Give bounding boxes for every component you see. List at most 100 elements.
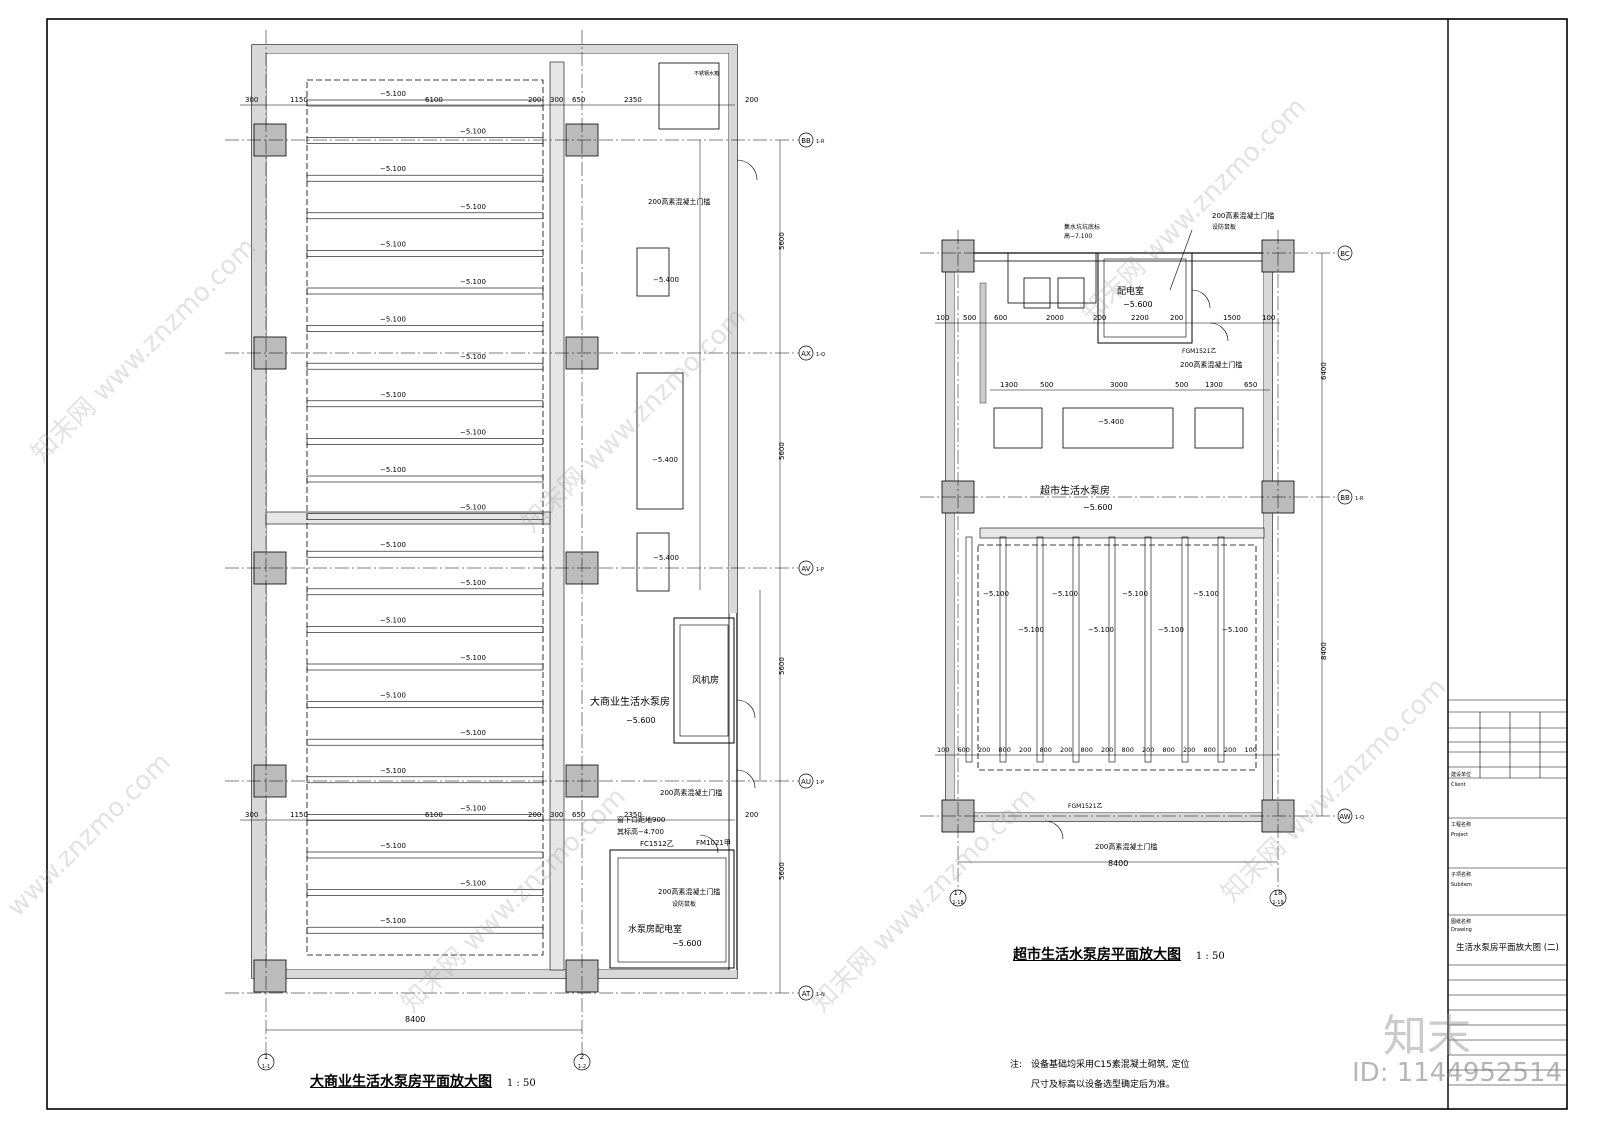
title-block <box>1448 699 1567 1086</box>
left-axis-h-bubble <box>798 345 814 361</box>
left-tank-level: −5.100 <box>380 240 406 248</box>
left-tank-beam <box>306 738 544 746</box>
left-dim-top: 200 <box>528 96 541 104</box>
right-dim-top: 100 <box>936 314 949 322</box>
left-tank-level: −5.100 <box>380 316 406 324</box>
left-tank-beam <box>306 212 544 220</box>
left-axis-h-bubble-sub: 1-N <box>816 992 825 998</box>
left-tank-beam <box>306 513 544 520</box>
left-axis-h-bubble-sub: 1-P <box>816 567 824 573</box>
right-tank-beam <box>965 536 973 763</box>
left-tank-beam <box>306 889 544 896</box>
right-door-note-1: 200高素混凝土门槛 <box>1212 211 1274 220</box>
left-axis-h-bubble-sub: 1-P <box>816 780 824 786</box>
right-tank-beam <box>1072 536 1080 763</box>
right-axis-h-bubble <box>1337 245 1353 261</box>
left-dim-top: 300 <box>550 96 563 104</box>
left-dim-right: 5600 <box>778 862 786 880</box>
right-axis-h-bubble-label: AW <box>1339 813 1350 821</box>
left-dim-mid: 6100 <box>425 811 443 819</box>
right-tank-beam <box>1108 536 1116 763</box>
left-tank-beam <box>306 99 544 107</box>
right-dim-top: 200 <box>1093 314 1106 322</box>
left-tank-beam <box>306 588 544 596</box>
left-plan-scale: 1 : 50 <box>506 1078 536 1089</box>
right-dim-right: 8400 <box>1320 642 1328 660</box>
right-dim-top: 2000 <box>1046 314 1064 322</box>
right-axis-h-bubble-label: BB <box>1340 494 1350 502</box>
right-tank-level: −5.100 <box>983 590 1009 598</box>
right-tank-beam <box>1217 536 1225 763</box>
right-dim-top: 100 <box>1262 314 1275 322</box>
note-prefix: 注: <box>1010 1058 1022 1070</box>
left-axis-h-bubble <box>798 132 814 148</box>
right-dim-bottom: 100 <box>937 746 949 754</box>
left-tank-beam <box>306 362 544 370</box>
right-plan-scale: 1 : 50 <box>1195 951 1225 962</box>
left-tank-beam <box>306 926 544 934</box>
right-tank-level: −5.100 <box>1193 590 1219 598</box>
left-tank-beam <box>306 325 544 332</box>
tb-sub-label: 子项名称 <box>1451 871 1471 878</box>
right-dim-mid: 3000 <box>1110 381 1128 389</box>
left-door-note-3: 200高素混凝土门槛 <box>658 887 720 896</box>
left-tank-beam <box>306 851 544 859</box>
left-equip-label: 不锈钢水箱 <box>694 70 719 77</box>
right-tank-level: −5.100 <box>1158 626 1184 634</box>
left-axis-h-bubble-label: AU <box>801 778 811 786</box>
left-dim-right: 5600 <box>778 232 786 250</box>
right-dim-bottom: 200 <box>1019 746 1031 754</box>
tb-project-en: Project <box>1451 832 1468 838</box>
right-pit-level-note: 高−7.100 <box>1064 232 1092 240</box>
right-tank-level: −5.100 <box>1122 590 1148 598</box>
left-axis-h-bubble-sub: 1-Q <box>816 352 825 358</box>
right-dim-bottom: 800 <box>1204 746 1216 754</box>
right-tank-beam <box>1181 536 1189 763</box>
left-room-fan-label: 风机房 <box>692 674 719 686</box>
left-tank-level: −5.100 <box>380 541 406 549</box>
right-door-fgm-2: FGM1521乙 <box>1182 348 1217 355</box>
left-axis-h-bubble-sub: 1-R <box>816 139 825 145</box>
left-axis-v-bubble <box>257 1053 275 1071</box>
left-dim-mid: 2350 <box>624 811 642 819</box>
right-dim-bottom: 800 <box>1122 746 1134 754</box>
left-axis-h-bubble-label: AX <box>801 350 811 358</box>
right-plan-title: 超市生活水泵房平面放大图 1 : 50 <box>1013 944 1225 964</box>
right-axis-h-bubble-sub: 1-Q <box>1355 815 1364 821</box>
left-dim-top: 2350 <box>624 96 642 104</box>
left-dim-top: 200 <box>745 96 758 104</box>
left-door-note-rat: 设防鼠板 <box>672 900 696 908</box>
left-window-fc: FC1512乙 <box>640 840 674 848</box>
right-dim-mid: 1300 <box>1000 381 1018 389</box>
left-dim-right: 5600 <box>778 657 786 675</box>
left-dim-top: 300 <box>245 96 258 104</box>
left-dim-mid: 300 <box>245 811 258 819</box>
right-axis-h-bubble-label: BC <box>1340 250 1350 258</box>
right-tank-beam <box>1036 536 1044 763</box>
right-dim-bottom: 800 <box>1081 746 1093 754</box>
tb-project-label: 工程名称 <box>1451 821 1471 828</box>
left-plan: −5.100 −5.100 −5.100 −5.100 −5.100 −5.100 −5.1… <box>225 30 800 1055</box>
right-tank-beam <box>1144 536 1152 763</box>
left-tank-beam <box>306 287 544 295</box>
right-dim-top: 500 <box>963 314 976 322</box>
left-dim-top: 6100 <box>425 96 443 104</box>
right-dim-bottom: 200 <box>1142 746 1154 754</box>
right-axis-v-bubble <box>949 889 967 907</box>
left-axis-h-bubble <box>798 985 814 1001</box>
left-tank-beam <box>306 174 544 182</box>
right-tank-level: −5.100 <box>1222 626 1248 634</box>
left-tank-level: −5.100 <box>460 504 486 512</box>
left-tank-level: −5.100 <box>460 128 486 136</box>
left-tank-level: −5.100 <box>380 616 406 624</box>
left-tank-level: −5.100 <box>380 917 406 925</box>
right-pit-note: 集水坑坑底标 <box>1064 223 1100 231</box>
left-door-fm: FM1021甲 <box>696 839 731 847</box>
left-tank-beam <box>306 626 544 633</box>
right-dim-bottom: 100 <box>1245 746 1257 754</box>
right-axis-h-bubble <box>1337 808 1353 824</box>
left-axis-h-bubble-label: AT <box>802 990 811 998</box>
right-dim-mid: 500 <box>1040 381 1053 389</box>
right-room-power-label: 配电室 <box>1117 285 1144 297</box>
left-tank-level: −5.100 <box>460 729 486 737</box>
